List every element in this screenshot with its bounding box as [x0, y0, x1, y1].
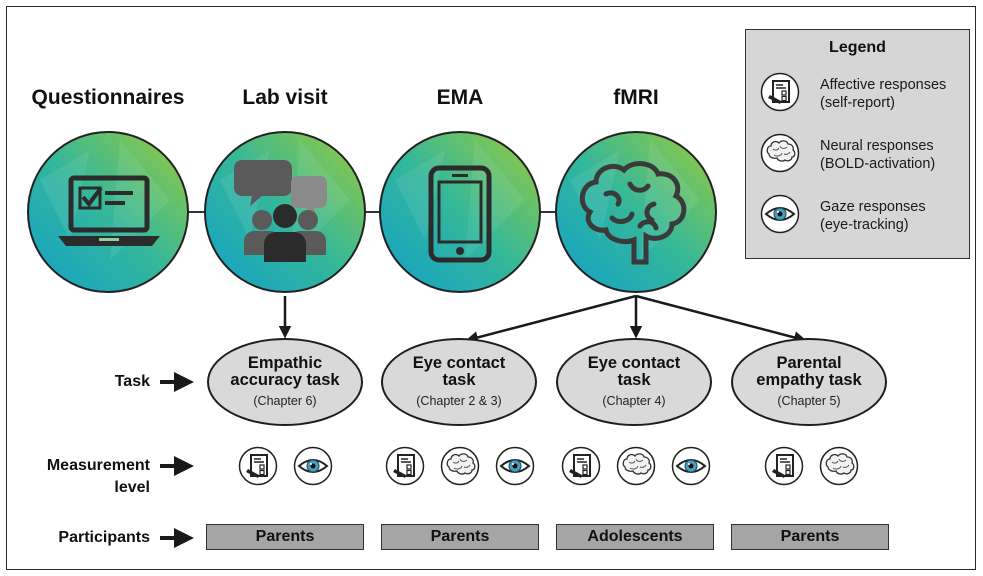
laptop-checklist-icon — [58, 175, 160, 246]
smartphone-icon — [428, 165, 492, 263]
row-label-measurement: Measurement level — [20, 455, 150, 499]
legend-title: Legend — [829, 39, 886, 56]
arrow-fmri-to-parental — [635, 294, 807, 344]
circle-ema — [379, 131, 541, 293]
eye-icon — [495, 446, 535, 486]
legend-box: Legend Affective responses (self-report)… — [745, 29, 970, 259]
row-label-measurement-line2: level — [114, 479, 150, 496]
participants-box: Adolescents — [556, 524, 714, 550]
self-report-icon — [764, 446, 804, 486]
legend-item-gaze: Gaze responses (eye-tracking) — [820, 198, 926, 234]
task-name-line2: accuracy task — [230, 371, 340, 389]
circle-questionnaires — [27, 131, 189, 293]
column-title-fmri: fMRI — [613, 86, 659, 109]
task-chapter: (Chapter 2 & 3) — [416, 394, 502, 408]
column-title-ema: EMA — [436, 86, 484, 109]
legend-item-line1: Gaze responses — [820, 199, 926, 215]
brain-outline-icon — [819, 446, 859, 486]
row-label-measurement-line1: Measurement — [46, 457, 150, 474]
column-title-lab-visit: Lab visit — [242, 86, 328, 109]
self-report-icon — [238, 446, 278, 486]
legend-item-line1: Affective responses — [820, 77, 947, 93]
eye-icon — [671, 446, 711, 486]
task-name-line1: Eye contact — [412, 354, 506, 372]
task-chapter: (Chapter 5) — [777, 394, 841, 408]
task-name-line2: task — [442, 371, 476, 389]
row-label-participants: Participants — [58, 529, 150, 546]
legend-self-report-icon — [760, 72, 800, 112]
legend-item-neural: Neural responses (BOLD-activation) — [820, 137, 935, 173]
legend-item-line2: (BOLD-activation) — [820, 156, 936, 172]
arrow-fmri-to-eye-contact-ema — [465, 294, 637, 344]
legend-item-line2: (self-report) — [820, 95, 895, 111]
legend-brain-outline-icon — [760, 133, 800, 173]
eye-icon — [293, 446, 333, 486]
legend-eye-icon — [760, 194, 800, 234]
column-title-questionnaires: Questionnaires — [31, 86, 185, 109]
participants-box: Parents — [381, 524, 539, 550]
row-label-task: Task — [114, 373, 150, 390]
self-report-icon — [385, 446, 425, 486]
speech-bubbles-people-icon — [234, 160, 327, 262]
brain-outline-icon — [616, 446, 656, 486]
task-name-line1: Eye contact — [587, 354, 681, 372]
brain-outline-icon — [440, 446, 480, 486]
task-name-line2: task — [617, 371, 651, 389]
legend-item-affective: Affective responses (self-report) — [820, 76, 946, 112]
legend-item-line1: Neural responses — [820, 138, 934, 154]
legend-item-line2: (eye-tracking) — [820, 217, 909, 233]
circle-fmri — [555, 131, 717, 293]
self-report-icon — [561, 446, 601, 486]
task-chapter: (Chapter 4) — [602, 394, 666, 408]
participants-box: Parents — [731, 524, 889, 550]
task-name-line1: Parental — [776, 354, 842, 372]
task-name-line1: Empathic — [247, 354, 323, 372]
participants-box: Parents — [206, 524, 364, 550]
task-chapter: (Chapter 6) — [253, 394, 317, 408]
brain-icon — [579, 161, 687, 265]
task-name-line2: empathy task — [756, 371, 862, 389]
